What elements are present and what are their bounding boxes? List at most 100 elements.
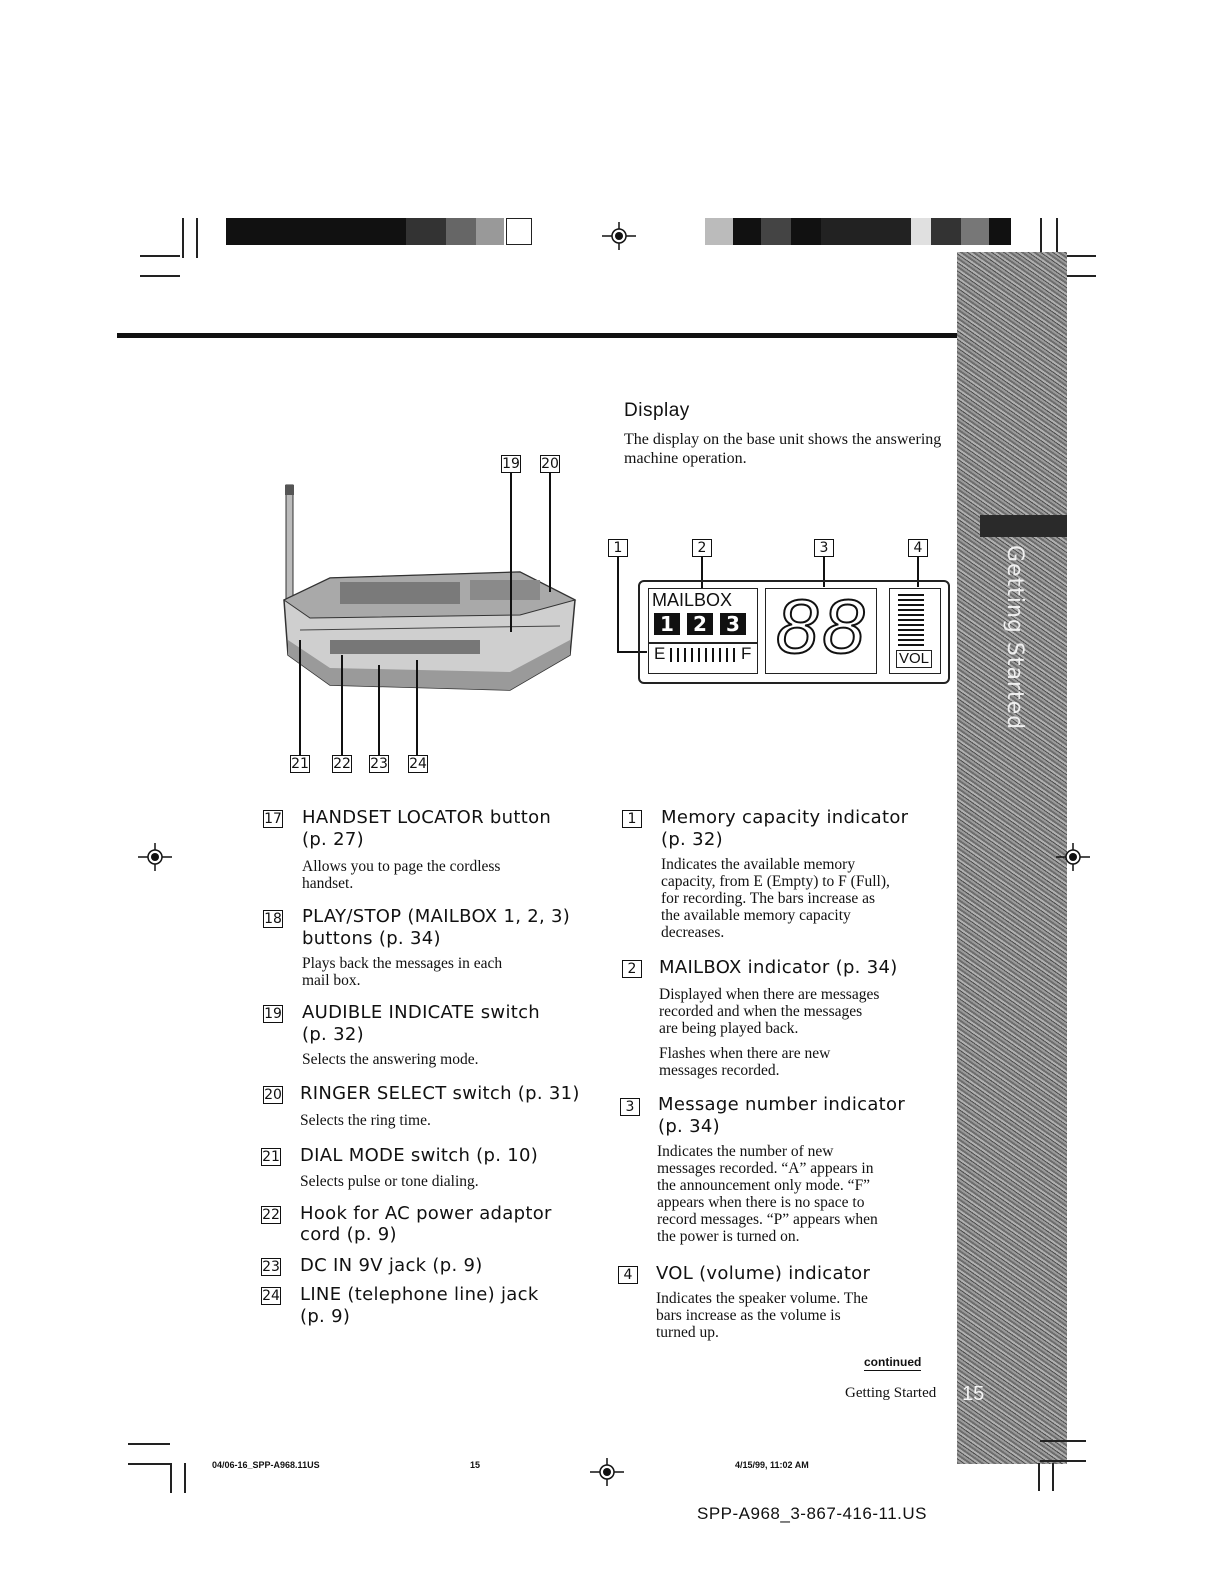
leader-line-20 xyxy=(549,472,551,592)
item-4-desc1: Indicates the speaker volume. The xyxy=(656,1290,868,1307)
item-17-title2: (p. 27) xyxy=(302,829,364,850)
item-24-number: 24 xyxy=(261,1287,281,1305)
display-callout-2: 2 xyxy=(692,539,712,557)
print-footer-date: 4/15/99, 11:02 AM xyxy=(735,1460,809,1470)
display-leader-1 xyxy=(617,557,619,652)
registration-mark-right xyxy=(1056,843,1090,871)
vol-bars xyxy=(898,594,924,646)
item-21-desc1: Selects pulse or tone dialing. xyxy=(300,1173,479,1190)
item-17-number: 17 xyxy=(263,810,283,828)
item-2-desc2: recorded and when the messages xyxy=(659,1003,863,1020)
item-3-desc1: Indicates the number of new xyxy=(657,1143,834,1160)
item-3-title: Message number indicator xyxy=(658,1094,906,1115)
item-4-title: VOL (volume) indicator xyxy=(656,1263,871,1284)
mailbox-divider xyxy=(648,642,758,644)
registration-mark-left xyxy=(138,843,172,871)
vol-label: VOL xyxy=(896,650,933,668)
mailbox-number-1: 1 xyxy=(654,613,680,635)
item-17-desc2: handset. xyxy=(302,875,354,892)
item-3-desc6: the power is turned on. xyxy=(657,1228,800,1245)
item-2-desc5: messages recorded. xyxy=(659,1062,780,1079)
item-4-desc3: turned up. xyxy=(656,1324,719,1341)
print-footer-page: 15 xyxy=(470,1460,481,1470)
item-3-title2: (p. 34) xyxy=(658,1116,720,1137)
mailbox-number-2: 2 xyxy=(687,613,713,635)
display-leader-2 xyxy=(701,557,703,589)
header-rule xyxy=(117,333,957,338)
sidebar-label: Getting Started xyxy=(1002,545,1027,731)
item-1-number: 1 xyxy=(622,810,642,828)
capacity-empty-label: E xyxy=(654,644,666,663)
callout-24: 24 xyxy=(408,755,428,773)
item-4-number: 4 xyxy=(618,1266,638,1284)
item-19-number: 19 xyxy=(263,1005,283,1023)
registration-mark-top xyxy=(602,222,636,250)
display-leader-3 xyxy=(823,557,825,587)
item-23-number: 23 xyxy=(261,1258,281,1276)
item-18-desc1: Plays back the messages in each xyxy=(302,955,503,972)
item-1-desc2: capacity, from E (Empty) to F (Full), xyxy=(661,873,890,890)
item-18-title2: buttons (p. 34) xyxy=(302,928,441,949)
capacity-full-label: F xyxy=(741,644,752,663)
item-18-desc2: mail box. xyxy=(302,972,361,989)
item-1-desc4: the available memory capacity xyxy=(661,907,851,924)
sidebar-page-number: 15 xyxy=(962,1383,985,1405)
callout-20: 20 xyxy=(540,455,560,473)
item-18-number: 18 xyxy=(263,910,283,928)
item-24-title2: (p. 9) xyxy=(300,1306,351,1327)
item-20-title: RINGER SELECT switch (p. 31) xyxy=(300,1083,580,1104)
display-callout-1: 1 xyxy=(608,539,628,557)
section-heading: Display xyxy=(624,400,690,421)
item-22-title2: cord (p. 9) xyxy=(300,1224,397,1245)
callout-19: 19 xyxy=(501,455,521,473)
item-2-desc4: Flashes when there are new xyxy=(659,1045,831,1062)
section-intro: The display on the base unit shows the a… xyxy=(624,431,942,467)
footer-section-name: Getting Started xyxy=(845,1385,937,1401)
leader-line-23 xyxy=(378,665,380,755)
item-1-title2: (p. 32) xyxy=(661,829,723,850)
item-1-desc5: decreases. xyxy=(661,924,725,941)
item-17-desc1: Allows you to page the cordless xyxy=(302,858,501,875)
item-1-title: Memory capacity indicator xyxy=(661,807,909,828)
leader-line-21 xyxy=(299,640,301,755)
digit-panel xyxy=(765,588,877,674)
item-21-number: 21 xyxy=(261,1148,281,1166)
item-20-desc1: Selects the ring time. xyxy=(300,1112,431,1129)
item-3-desc4: appears when there is no space to xyxy=(657,1194,865,1211)
item-1-desc1: Indicates the available memory xyxy=(661,856,856,873)
item-19-desc1: Selects the answering mode. xyxy=(302,1051,479,1068)
item-17-title: HANDSET LOCATOR button xyxy=(302,807,552,828)
print-footer-file: 04/06-16_SPP-A968.11US xyxy=(212,1460,320,1470)
item-2-title: MAILBOX indicator (p. 34) xyxy=(659,957,898,978)
display-callout-3: 3 xyxy=(814,539,834,557)
item-3-number: 3 xyxy=(620,1098,640,1116)
item-23-title: DC IN 9V jack (p. 9) xyxy=(300,1255,483,1276)
item-24-title: LINE (telephone line) jack xyxy=(300,1284,539,1305)
item-18-title: PLAY/STOP (MAILBOX 1, 2, 3) xyxy=(302,906,571,927)
item-3-desc5: record messages. “P” appears when xyxy=(657,1211,878,1228)
item-2-number: 2 xyxy=(622,960,642,978)
capacity-bars xyxy=(670,648,740,662)
callout-23: 23 xyxy=(369,755,389,773)
mailbox-number-3: 3 xyxy=(720,613,746,635)
base-unit-figure xyxy=(270,450,590,780)
item-3-desc2: messages recorded. “A” appears in xyxy=(657,1160,874,1177)
display-leader-1b xyxy=(617,651,647,653)
item-2-desc3: are being played back. xyxy=(659,1020,799,1037)
leader-line-22 xyxy=(341,655,343,755)
item-21-title: DIAL MODE switch (p. 10) xyxy=(300,1145,539,1166)
message-digits: 88 xyxy=(775,585,869,671)
item-3-desc3: the announcement only mode. “F” xyxy=(657,1177,871,1194)
item-19-title: AUDIBLE INDICATE switch xyxy=(302,1002,541,1023)
item-22-title: Hook for AC power adaptor xyxy=(300,1203,552,1224)
sidebar-tab-highlight xyxy=(980,515,1067,537)
display-callout-4: 4 xyxy=(908,539,928,557)
color-bar-left xyxy=(226,218,532,245)
item-22-number: 22 xyxy=(261,1206,281,1224)
item-1-desc3: for recording. The bars increase as xyxy=(661,890,876,907)
display-leader-4 xyxy=(917,557,919,587)
item-4-desc2: bars increase as the volume is xyxy=(656,1307,841,1324)
document-id: SPP-A968_3-867-416-11.US xyxy=(697,1504,927,1523)
leader-line-24 xyxy=(416,660,418,755)
mailbox-label: MAILBOX xyxy=(652,590,733,610)
